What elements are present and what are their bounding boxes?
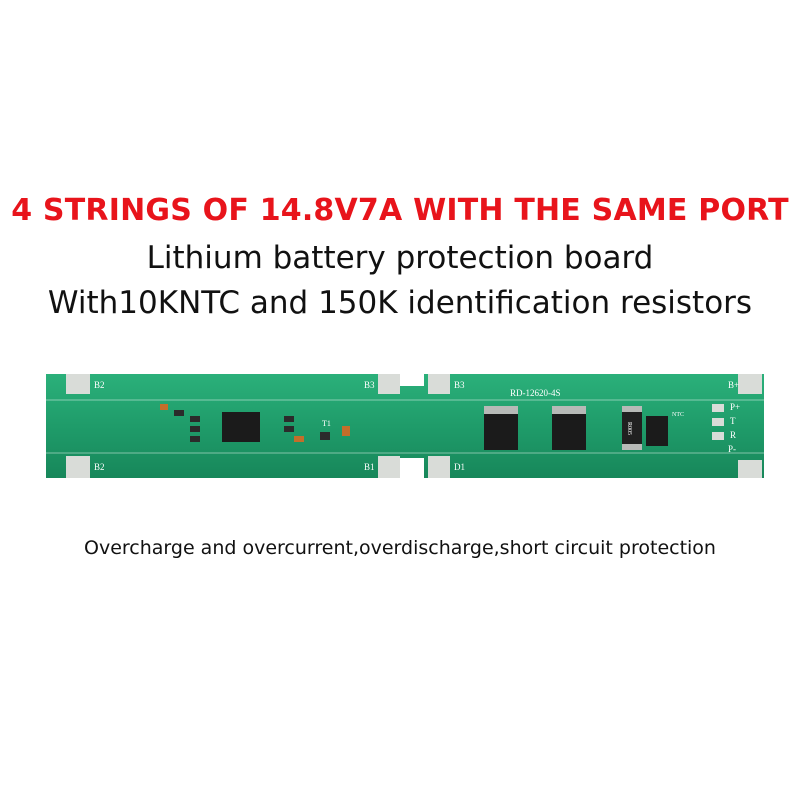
mosfet: [552, 412, 586, 450]
silkscreen-pad-label: B2: [94, 380, 105, 390]
protection-board-image: B2 B3 B2 B1 B3 D1 B+ P+ T R P- B- RD-126…: [46, 374, 764, 490]
headline-subtitle: Lithium battery protection board: [146, 240, 654, 276]
control-ic: [222, 412, 260, 442]
headline-detail: With10KNTC and 150K identification resis…: [47, 285, 753, 321]
pad: [378, 456, 400, 478]
mosfet: [484, 412, 518, 450]
silkscreen-pad-label: B3: [364, 380, 375, 390]
sense-resistor: [622, 410, 642, 446]
silkscreen-pad-label: B2: [94, 462, 105, 472]
pad: [428, 374, 450, 394]
silkscreen-pad-label: P-: [728, 444, 736, 454]
silkscreen-pad-label: P+: [730, 402, 740, 412]
silkscreen-pad-label: R: [730, 430, 736, 440]
silkscreen-pad-label: B3: [454, 380, 465, 390]
pad: [66, 456, 90, 478]
headline-title: 4 STRINGS OF 14.8V7A WITH THE SAME PORT: [11, 193, 789, 228]
pad: [66, 374, 90, 394]
silkscreen-model-label: RD-12620-4S: [510, 388, 561, 398]
silkscreen-pad-label: T: [730, 416, 736, 426]
silkscreen-chip-mark: R005: [626, 422, 632, 435]
silkscreen-pad-label: B-: [726, 480, 735, 490]
pad: [738, 460, 762, 478]
silkscreen-pad-label: B+: [728, 380, 739, 390]
silkscreen-chip-mark: NTC: [672, 412, 684, 418]
pad: [738, 374, 762, 394]
diode: [646, 416, 668, 446]
feature-caption: Overcharge and overcurrent,overdischarge…: [84, 537, 716, 559]
silkscreen-pad-label: B1: [364, 462, 375, 472]
pad: [428, 456, 450, 478]
silkscreen-pad-label: D1: [454, 462, 465, 472]
pad: [378, 374, 400, 394]
silkscreen-chip-mark: T1: [322, 419, 331, 428]
